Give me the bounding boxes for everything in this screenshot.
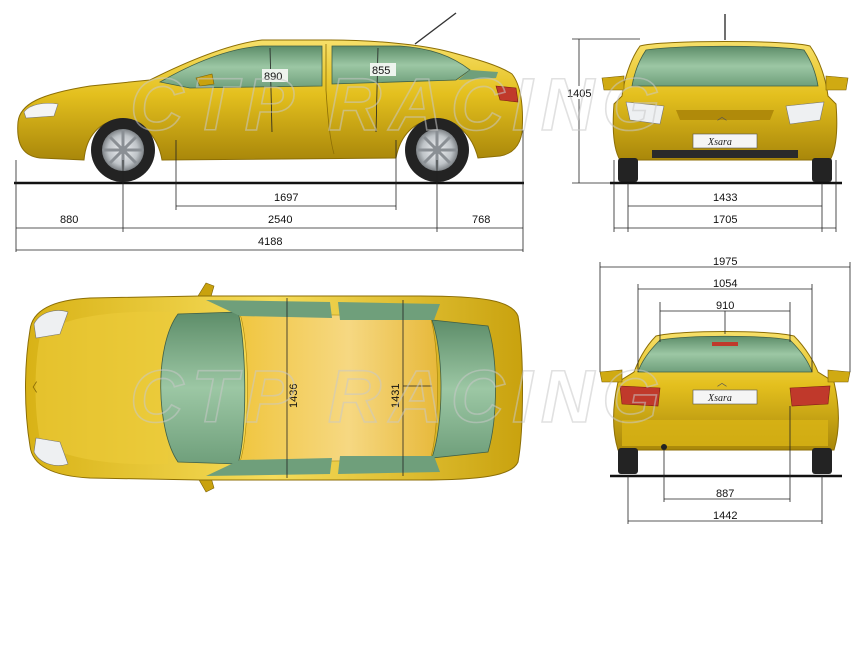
- front-view: ︿ Xsara 1405 1433 1705: [566, 14, 849, 232]
- side-taillight: [495, 85, 519, 103]
- front-plate: [692, 133, 758, 149]
- mirror-width-dimension: 1975: [713, 256, 737, 268]
- wheelbase-dimension: 2540: [268, 214, 292, 226]
- top-hood: [35, 311, 170, 465]
- front-cabin-width-label: 1436: [288, 384, 300, 408]
- rear-mirror-right: [827, 369, 851, 383]
- rear-view: ︿ Xsara 1975 1054 910 88: [599, 256, 851, 524]
- rear-brake-light: [712, 342, 738, 346]
- top-side-glass-upper-rear: [338, 302, 440, 320]
- side-door-line: [325, 44, 335, 155]
- front-lower-intake: [652, 150, 798, 158]
- window-front-dimension: 890: [264, 71, 282, 83]
- side-window-rear: [331, 45, 471, 85]
- top-side-glass-lower: [206, 458, 332, 476]
- rear-track-dimension: 1442: [713, 510, 737, 522]
- rear-chevron-logo-icon: ︿: [717, 378, 727, 389]
- rear-cabin-width-label: 1431: [390, 384, 402, 408]
- lower-width-dimension: 887: [716, 488, 734, 500]
- top-side-glass-upper: [206, 300, 332, 318]
- total-length-dimension: 4188: [258, 236, 282, 248]
- rear-tire-right: [812, 448, 832, 474]
- top-rear-window: [431, 319, 496, 459]
- rear-window: [637, 335, 813, 373]
- rear-bumper: [622, 420, 828, 446]
- watermark-logo-lower: CTP RACING: [130, 355, 668, 438]
- front-grille: [676, 110, 774, 120]
- rear-taillight-right: [789, 385, 831, 407]
- front-chevron-logo-icon: ︿: [717, 112, 727, 123]
- rear-badge: Xsara: [707, 393, 732, 404]
- front-mirror-left: [601, 75, 625, 91]
- watermark-logo: CTP RACING: [130, 63, 668, 146]
- rear-exhaust: [661, 444, 667, 450]
- front-track-dimension: 1433: [713, 192, 737, 204]
- front-overhang-dimension: 880: [60, 214, 78, 226]
- shoulder-width-dimension: 1054: [713, 278, 737, 290]
- top-chevron-logo-icon: ︿: [25, 381, 39, 393]
- rear-taillight-left: [619, 385, 661, 407]
- front-headlight-right: [785, 101, 825, 125]
- top-view: ︿ 1436 1431: [25, 282, 523, 493]
- front-badge: Xsara: [707, 137, 732, 148]
- top-side-glass-lower-rear: [338, 456, 440, 474]
- top-headlight-upper: [33, 310, 69, 339]
- rear-window-width-dimension: 910: [716, 300, 734, 312]
- top-headlight-lower: [33, 437, 69, 466]
- front-tire-left: [618, 158, 638, 182]
- front-tire-right: [812, 158, 832, 182]
- side-mirror: [195, 73, 215, 87]
- front-windshield: [631, 45, 819, 87]
- side-antenna: [414, 12, 457, 45]
- rear-mirror-left: [599, 369, 623, 383]
- front-mirror-right: [825, 75, 849, 91]
- front-headlight-left: [625, 101, 665, 125]
- side-view: 890 855 1697 880 2540 768 4188: [14, 12, 524, 252]
- side-rear-wheel: [405, 118, 469, 182]
- side-rear-quarter-glass: [458, 70, 498, 80]
- rear-overhang-dimension: 768: [472, 214, 490, 226]
- width-dimension: 1705: [713, 214, 737, 226]
- svg-text:1431: 1431: [390, 384, 402, 408]
- rear-plate: [692, 389, 758, 405]
- height-dimension: 1405: [567, 88, 591, 100]
- rear-tire-left: [618, 448, 638, 474]
- svg-text:1436: 1436: [288, 384, 300, 408]
- side-headlight: [23, 102, 59, 119]
- track-dimension: 1697: [274, 192, 298, 204]
- window-rear-dimension: 855: [372, 65, 390, 77]
